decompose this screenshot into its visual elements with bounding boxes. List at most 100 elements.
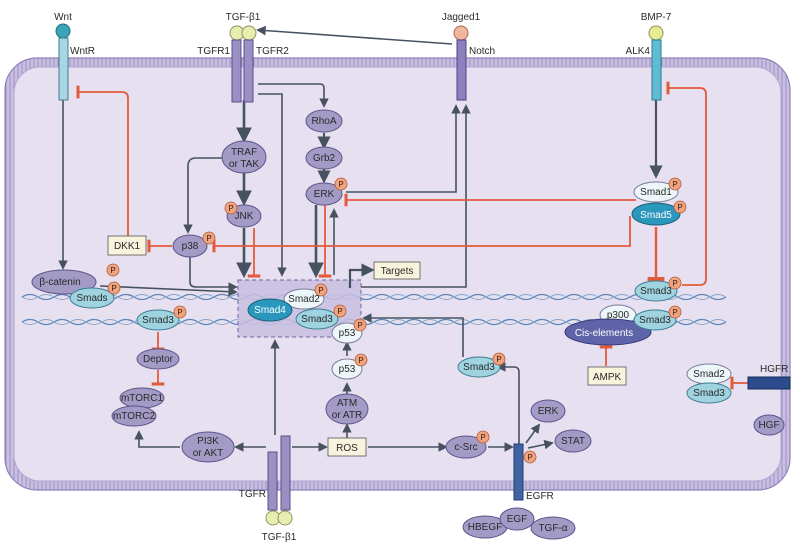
traf-label-2: or TAK [229, 159, 260, 170]
arrow-erk-notch [346, 104, 461, 193]
phospho-badge [668, 305, 682, 319]
arrow-complex-targets [348, 263, 375, 288]
tgfr-label: TGFR [239, 489, 266, 500]
tgfr1-receptor [231, 39, 242, 103]
alk4-label: ALK4 [626, 46, 651, 57]
erk-label: ERK [314, 189, 335, 200]
tgfb1-top-label: TGF-β1 [226, 12, 261, 23]
hgfr-receptor [747, 376, 791, 390]
mtorc2-label: mTORC2 [113, 411, 155, 422]
p53-cyto-label: p53 [339, 364, 356, 375]
rhoa-label: RhoA [311, 116, 336, 127]
stat-node [554, 429, 592, 453]
phospho-badge-label: P [480, 433, 485, 442]
jagged1-ligand [453, 25, 469, 41]
smads-node [69, 287, 115, 309]
hgfr-label: HGFR [760, 364, 788, 375]
phospho-badge [107, 281, 121, 295]
wntr-receptor [58, 37, 69, 101]
phospho-badge-label: P [337, 307, 342, 316]
smad3-left-node [136, 309, 180, 331]
smad3-nuc-label: Smad3 [301, 314, 333, 325]
egf-label: EGF [507, 514, 528, 525]
phospho-badge [523, 450, 537, 464]
mtorc2-node [111, 405, 157, 427]
notch-label: Notch [469, 46, 495, 57]
smad3-left-label: Smad3 [142, 315, 174, 326]
phospho-badge [476, 430, 490, 444]
smad5-node [631, 202, 681, 226]
inhibit-dkk1-wntr [76, 85, 129, 236]
atm-label-2: or ATR [332, 410, 362, 421]
phospho-badge-label: P [318, 286, 323, 295]
arrow-p38-complex [189, 256, 238, 292]
inhibit-smad5-p38 [212, 216, 631, 253]
tgfa-node [530, 516, 576, 540]
p38-node [172, 234, 208, 258]
tgfb1-bottom-label: TGF-β1 [262, 532, 297, 543]
smad1-label: Smad1 [640, 187, 672, 198]
rhoa-node [305, 109, 343, 133]
phospho-badge-label: P [672, 279, 677, 288]
tgfr-bottom-receptor-b [280, 435, 291, 511]
phospho-badge [354, 353, 368, 367]
jagged1-label: Jagged1 [442, 12, 481, 23]
hbegf-label: HBEGF [468, 522, 502, 533]
arrow-egfr-smad3 [496, 362, 520, 445]
tgfb1-ligand-top-b [241, 25, 257, 41]
beta-catenin-label: β-catenin [39, 277, 80, 288]
smad2-nuc-node [283, 288, 325, 310]
arrow-tgfr-complex [258, 93, 287, 277]
traf-node [221, 140, 267, 174]
ampk-label: AMPK [593, 372, 622, 383]
phospho-badge [106, 263, 120, 277]
egfr-receptor [513, 443, 524, 501]
deptor-node [136, 348, 180, 370]
smad2-hgf-label: Smad2 [693, 369, 725, 380]
p300-label: p300 [607, 310, 630, 321]
phospho-badge-label: P [672, 180, 677, 189]
cis-elements-node [564, 318, 652, 346]
inhibit-smad3-alk4 [666, 81, 707, 286]
cis-elements-label: Cis-elements [575, 328, 633, 339]
egf-node [499, 507, 535, 531]
smad3-cis-node [633, 309, 677, 331]
dkk1-box [107, 235, 147, 256]
beta-catenin-node [31, 269, 97, 295]
hgf-node [753, 414, 785, 436]
smads-label: Smads [76, 293, 107, 304]
smad3-egfr-label: Smad3 [463, 362, 495, 373]
phospho-badge [314, 283, 328, 297]
wntr-label: WntR [70, 46, 95, 57]
erk-egfr-label: ERK [538, 406, 559, 417]
pi3k-label-2: or AKT [193, 448, 224, 459]
phospho-badge [492, 352, 506, 366]
phospho-badge [333, 304, 347, 318]
p53-cyto-node [331, 358, 363, 380]
traf-label-1: TRAF [231, 147, 257, 158]
smad3-cis-label: Smad3 [639, 315, 671, 326]
phospho-badge [334, 177, 348, 191]
tgfr2-label: TGFR2 [256, 46, 289, 57]
wnt-label: Wnt [54, 12, 72, 23]
phospho-badge-label: P [357, 321, 362, 330]
smad3-hgf-label: Smad3 [693, 388, 725, 399]
pi3k-node [181, 431, 235, 463]
smad4-label: Smad4 [254, 305, 286, 316]
mtorc1-label: mTORC1 [121, 393, 163, 404]
smad3-egfr-node [457, 356, 501, 378]
tgfr2-receptor [243, 39, 254, 103]
arrow-egfr-erk [525, 423, 541, 444]
grb2-label: Grb2 [313, 153, 336, 164]
p53-nuc-label: p53 [339, 328, 356, 339]
phospho-badge [224, 201, 238, 215]
phospho-badge-label: P [527, 453, 532, 462]
tgfr-bottom-receptor-a [267, 451, 278, 511]
phospho-badge [673, 200, 687, 214]
phospho-badge-label: P [358, 356, 363, 365]
phospho-badge-label: P [177, 308, 182, 317]
hgf-label: HGF [758, 420, 779, 431]
phospho-badge-label: P [111, 284, 116, 293]
smad4-node [247, 298, 293, 322]
